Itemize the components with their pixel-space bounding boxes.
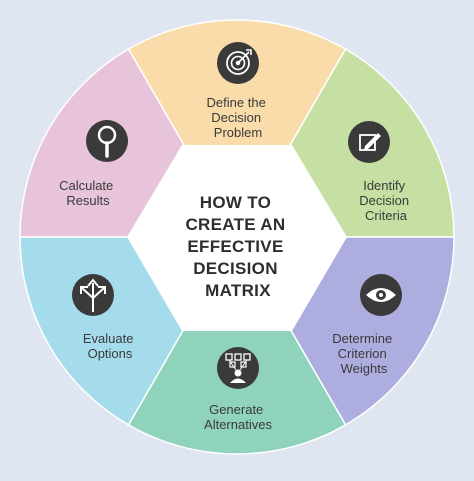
center-hexagon: HOW TO CREATE AN EFFECTIVE DECISION MATR… — [127, 145, 347, 331]
calculate-line-2: Results — [66, 193, 110, 208]
svg-text:Identify Decision: Identify Decision Criteria — [359, 178, 412, 223]
calculate-line-1: Calculate — [59, 178, 113, 193]
svg-text:Determine Criterion: Determine Criterion Weights — [332, 331, 396, 376]
center-title-line-2: CREATE AN — [185, 215, 285, 234]
generate-line-2: Alternatives — [204, 417, 272, 432]
center-title-line-3: EFFECTIVE — [187, 237, 283, 256]
identify-line-1: Identify — [363, 178, 405, 193]
identify-line-3: Criteria — [365, 208, 408, 223]
center-hexagon-shape — [127, 145, 347, 331]
alternatives-icon — [217, 347, 259, 389]
segment-generate: Generate Alternatives — [127, 235, 347, 455]
generate-line-1: Generate — [209, 402, 263, 417]
define-line-2: Decision — [211, 110, 261, 125]
evaluate-line-1: Evaluate — [83, 331, 134, 346]
determine-line-1: Determine — [332, 331, 392, 346]
eye-icon — [360, 274, 402, 316]
segment-generate-shape — [127, 235, 347, 455]
center-title-line-5: MATRIX — [205, 281, 271, 300]
svg-text:Generate Alternatives: Generate Alternatives — [204, 402, 272, 432]
directions-icon — [72, 274, 114, 316]
evaluate-line-2: Options — [88, 346, 133, 361]
edit-icon — [348, 121, 390, 163]
define-line-1: Define the — [207, 95, 266, 110]
center-title-line-4: DECISION — [193, 259, 278, 278]
svg-text:Define the Decision: Define the Decision Problem — [207, 95, 270, 140]
segment-define: Define the Decision Problem — [127, 19, 347, 239]
segment-define-shape — [127, 19, 347, 239]
target-icon — [217, 42, 259, 84]
magnifier-icon — [86, 120, 128, 162]
center-title-line-1: HOW TO — [200, 193, 271, 212]
determine-line-2: Criterion — [338, 346, 387, 361]
identify-line-2: Decision — [359, 193, 409, 208]
svg-text:HOW TO CREATE AN E: HOW TO CREATE AN EFFECTIVE DECISION MATR… — [185, 193, 290, 300]
svg-text:Calculate Results: Calculate Results — [59, 178, 117, 208]
determine-line-3: Weights — [341, 361, 388, 376]
svg-text:Evaluate Options: Evaluate Options — [83, 331, 137, 361]
define-line-3: Problem — [214, 125, 262, 140]
